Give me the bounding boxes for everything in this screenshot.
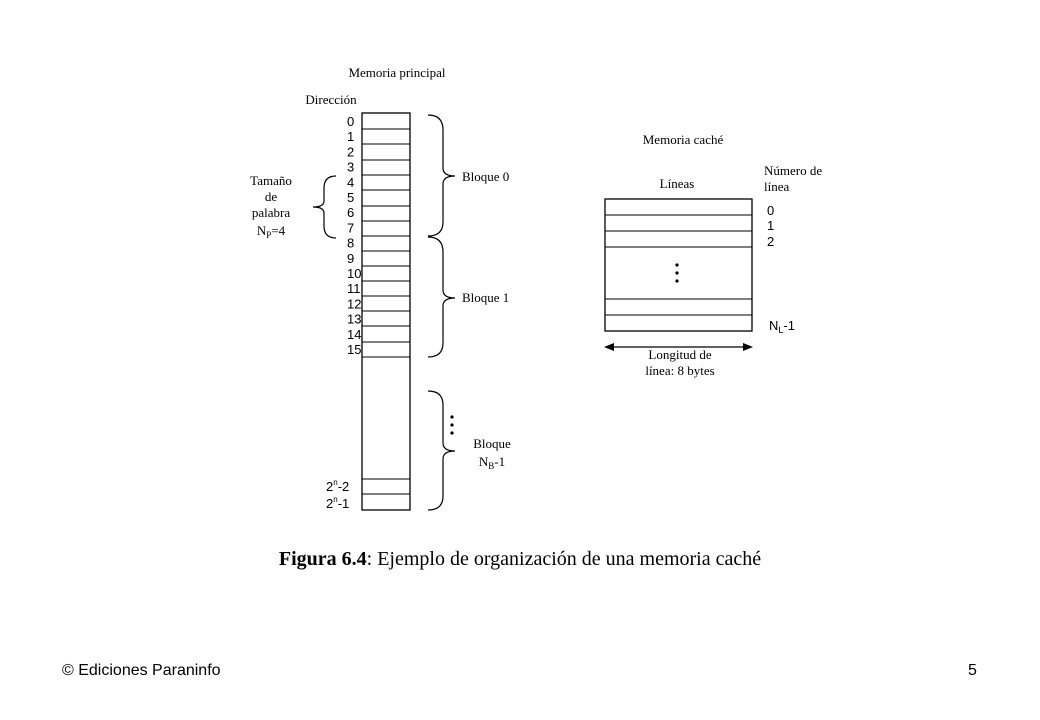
address-label: 1	[347, 129, 354, 144]
main-memory-word-dividers	[362, 128, 410, 495]
figure-caption-bold: Figura 6.4	[278, 548, 367, 570]
svg-text:0: 0	[767, 203, 774, 218]
address-label: 5	[347, 190, 354, 205]
block-last-brace	[427, 390, 456, 511]
svg-text:Tamaño: Tamaño	[250, 173, 292, 188]
cache-title: Memoria caché	[643, 132, 724, 147]
block-1-brace	[427, 236, 456, 358]
figure-caption: Figura 6.4: Ejemplo de organización de u…	[0, 548, 1040, 571]
word-size-brace	[312, 175, 337, 239]
svg-text:Número de: Número de	[764, 163, 822, 178]
svg-text:de: de	[265, 189, 278, 204]
svg-text:palabra: palabra	[252, 205, 290, 220]
footer-page-number: 5	[968, 662, 977, 679]
cache-last-line-number: NL-1	[769, 318, 795, 335]
cache-line-dividers	[605, 214, 752, 316]
figure-caption-text: : Ejemplo de organización de una memoria…	[366, 548, 762, 570]
address-label: 0	[347, 114, 354, 129]
svg-text:línea: línea	[764, 179, 789, 194]
line-number-header: Número de línea	[764, 163, 822, 194]
address-label: 14	[347, 327, 361, 342]
block-last-label: Bloque NB-1	[473, 436, 511, 471]
cache-lines-ellipsis	[675, 263, 679, 283]
cache-line-numbers: 0 1 2	[767, 203, 774, 249]
block-0-label: Bloque 0	[462, 169, 509, 184]
footer-publisher: © Ediciones Paraninfo	[62, 662, 221, 679]
svg-text:Bloque: Bloque	[473, 436, 511, 451]
address-label: 6	[347, 205, 354, 220]
address-header: Dirección	[305, 92, 357, 107]
address-label: 9	[347, 251, 354, 266]
address-label: 7	[347, 220, 354, 235]
address-label: 11	[347, 281, 361, 296]
word-size-label: Tamaño de palabra NP=4	[250, 173, 292, 240]
svg-text:NP=4: NP=4	[257, 223, 286, 240]
cache-lines-header: Líneas	[660, 176, 695, 191]
svg-text:2: 2	[767, 234, 774, 249]
line-length-label: Longitud de línea: 8 bytes	[645, 347, 714, 378]
address-label: 15	[347, 342, 361, 357]
address-label: 10	[347, 266, 361, 281]
main-memory-title: Memoria principal	[348, 65, 445, 80]
line-length-arrow	[604, 343, 753, 351]
address-2n-minus-1: 2n-1	[326, 495, 349, 511]
address-label: 8	[347, 236, 354, 251]
cache-column	[604, 198, 753, 332]
svg-text:Longitud de: Longitud de	[648, 347, 711, 362]
svg-text:NB-1: NB-1	[479, 454, 505, 471]
blocks-ellipsis	[450, 415, 454, 435]
svg-text:1: 1	[767, 218, 774, 233]
block-1-label: Bloque 1	[462, 290, 509, 305]
block-0-brace	[427, 114, 456, 237]
svg-text:línea: 8 bytes: línea: 8 bytes	[645, 363, 714, 378]
address-2n-minus-2: 2n-2	[326, 478, 349, 494]
address-label: 4	[347, 175, 354, 190]
address-label: 2	[347, 144, 354, 159]
address-label: 12	[347, 296, 361, 311]
address-label: 13	[347, 312, 361, 327]
address-label: 3	[347, 160, 354, 175]
